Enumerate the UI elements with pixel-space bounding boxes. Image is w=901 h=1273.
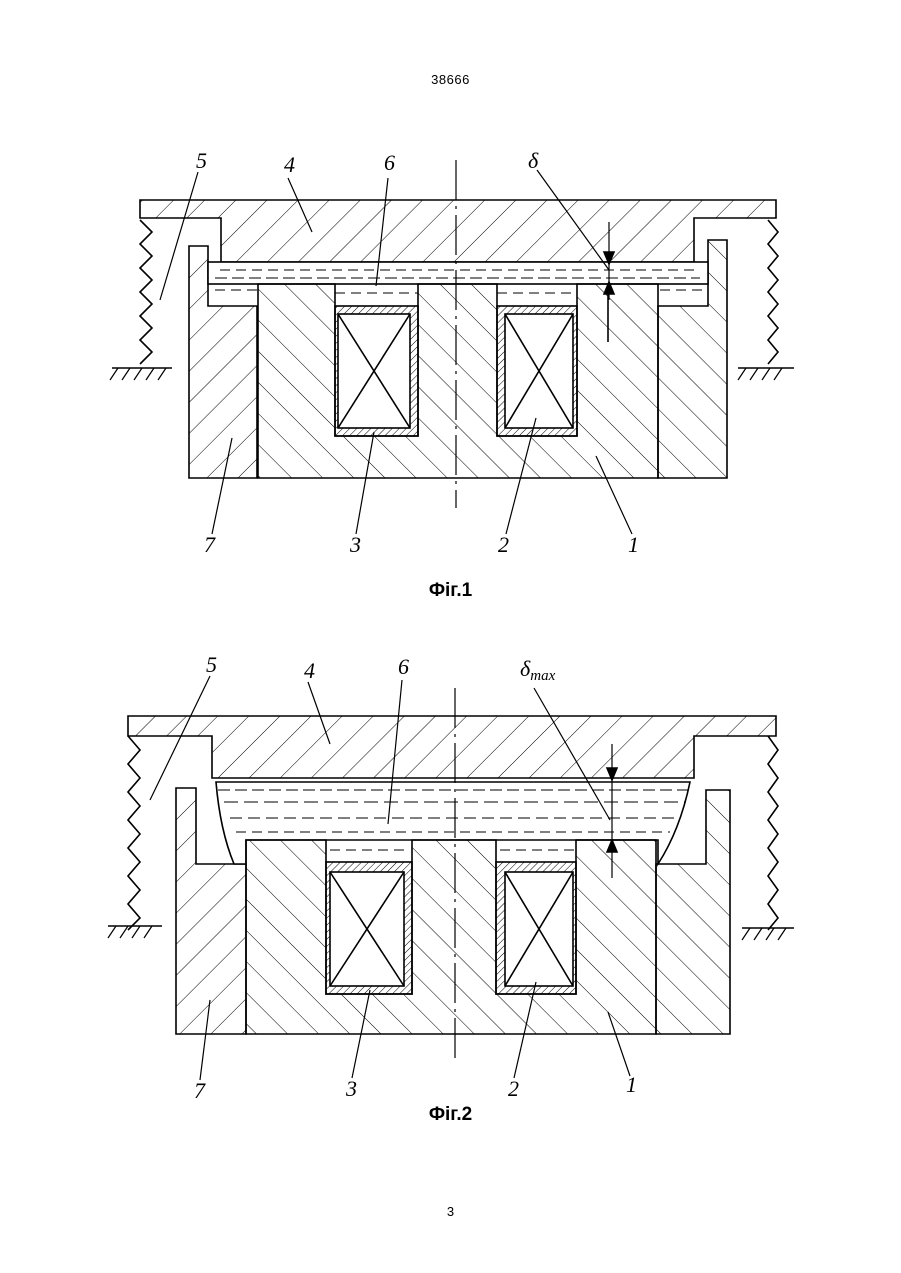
page-code: 38666 — [0, 72, 901, 87]
fig2-spring-right — [768, 736, 778, 930]
fig1-core — [258, 284, 658, 478]
fig1-spring-left — [140, 220, 152, 364]
page-number: 3 — [0, 1204, 901, 1219]
fig2-geometry — [108, 676, 794, 1080]
fig2-armature-plate — [128, 716, 776, 778]
fig1-label-4: 4 — [284, 152, 295, 177]
fig1-label-gap: δ — [528, 148, 539, 173]
fig2-core — [246, 840, 656, 1034]
fig2-label-2: 2 — [508, 1076, 519, 1101]
fig2-label-3: 3 — [345, 1076, 357, 1101]
fig1-geometry — [110, 160, 794, 534]
fig1-spring-right — [768, 220, 778, 364]
fig2-label-7: 7 — [194, 1078, 206, 1103]
fig2-label-6: 6 — [398, 654, 409, 679]
fig1-label-5: 5 — [196, 148, 207, 173]
fig2-label-1: 1 — [626, 1072, 637, 1097]
fig1-armature-plate — [140, 200, 776, 262]
fig1-label-7: 7 — [204, 532, 216, 557]
fig1-liquid — [208, 262, 708, 284]
fig2-label-4: 4 — [304, 658, 315, 683]
figure-1-caption: Фіг.1 — [0, 580, 901, 602]
figure-1-drawing: 5 4 6 δ 7 3 2 1 — [100, 140, 800, 560]
fig1-label-2: 2 — [498, 532, 509, 557]
figure-2-caption: Фіг.2 — [0, 1104, 901, 1126]
fig2-spring-left — [128, 736, 140, 930]
fig1-label-3: 3 — [349, 532, 361, 557]
figure-2-drawing: 5 4 6 δmax 7 3 2 1 — [100, 645, 800, 1110]
fig1-label-1: 1 — [628, 532, 639, 557]
fig2-label-gap: δmax — [520, 656, 556, 684]
fig2-label-5: 5 — [206, 652, 217, 677]
fig2-label-gap-subscript: max — [530, 668, 555, 684]
fig1-label-6: 6 — [384, 150, 395, 175]
